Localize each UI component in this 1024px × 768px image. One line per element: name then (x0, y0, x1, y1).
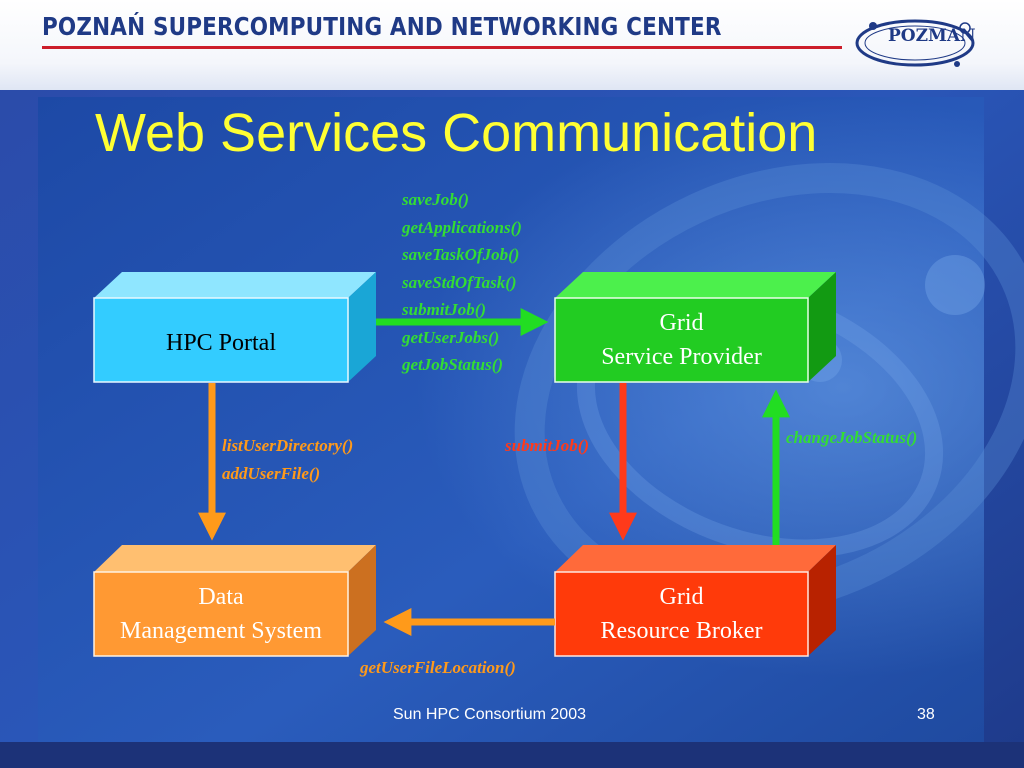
portal-to-service-provider-calls: saveJob() getApplications() saveTaskOfJo… (402, 186, 522, 379)
logo-text: POZMAN (888, 26, 976, 46)
grid-resource-broker-box (554, 545, 836, 657)
broker-to-data-management-call: getUserFileLocation() (360, 658, 516, 677)
call-item: getUserJobs() (402, 327, 500, 347)
call-item: saveJob() (402, 190, 470, 209)
call-item: submitJob() (402, 300, 487, 319)
page-number: 38 (917, 706, 935, 723)
call-item: saveTaskOfJob() (402, 245, 520, 264)
grid-service-provider-box (554, 272, 836, 383)
data-management-system-box (93, 545, 376, 657)
data-management-system-label: Data Management System (94, 580, 348, 648)
organization-underline (42, 46, 842, 49)
data-management-line2: Management System (120, 618, 322, 644)
call-item: addUserFile() (222, 463, 321, 483)
organization-name: POZNAŃ SUPERCOMPUTING AND NETWORKING CEN… (42, 12, 722, 41)
grid-resource-broker-line2: Resource Broker (600, 618, 763, 644)
grid-resource-broker-line1: Grid (659, 584, 704, 610)
header-bar (0, 0, 1024, 90)
call-item: getJobStatus() (402, 355, 504, 374)
grid-resource-broker-label: Grid Resource Broker (555, 580, 808, 648)
grid-service-provider-label: Grid Service Provider (555, 306, 808, 374)
hpc-portal-box (93, 272, 376, 383)
portal-to-data-management-calls: listUserDirectory() addUserFile() (222, 432, 353, 487)
broker-to-service-provider-call: changeJobStatus() (786, 428, 918, 447)
call-item: listUserDirectory() (222, 436, 354, 455)
grid-service-provider-line1: Grid (659, 310, 704, 336)
call-item: getApplications() (402, 217, 522, 237)
hpc-portal-label: HPC Portal (165, 330, 276, 356)
data-management-line1: Data (198, 584, 244, 610)
slide-title: Web Services Communication (95, 103, 818, 163)
service-provider-to-broker-call: submitJob() (505, 436, 590, 455)
footer-text: Sun HPC Consortium 2003 (393, 706, 586, 723)
pozman-logo (855, 19, 975, 67)
call-item: saveStdOfTask() (402, 272, 517, 292)
grid-service-provider-line2: Service Provider (601, 344, 762, 370)
